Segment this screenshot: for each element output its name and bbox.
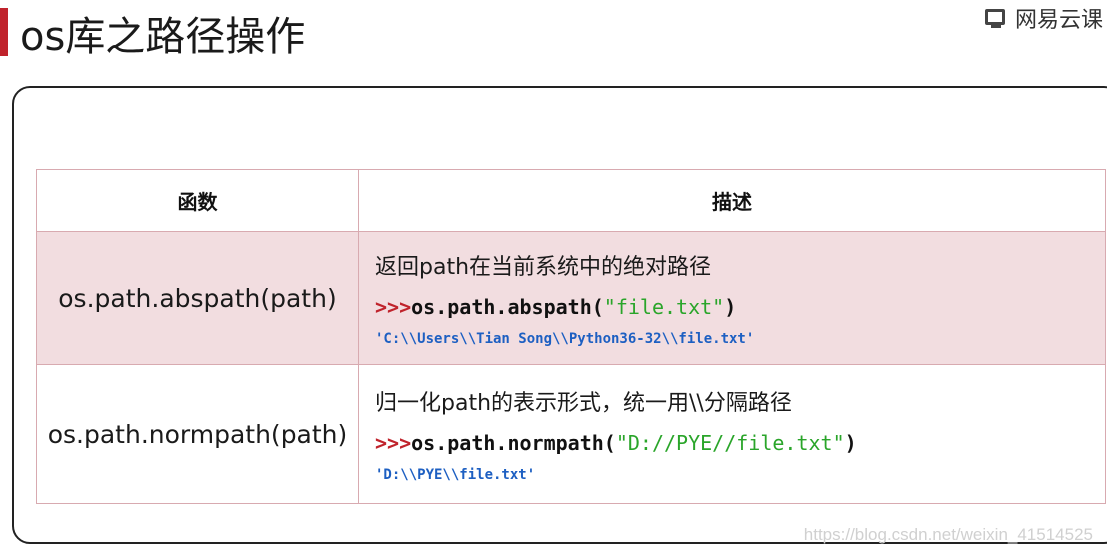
brand-text: 网易云课	[1014, 8, 1103, 33]
header-description: 描述	[358, 169, 1106, 232]
code-example: >>>os.path.normpath("D://PYE//file.txt")	[375, 431, 1105, 455]
code-argument: "file.txt"	[603, 295, 725, 319]
function-table: 函数 描述 os.path.abspath(path) 返回path在当前系统中…	[36, 169, 1106, 504]
brand-logo: 网易云课	[983, 2, 1103, 34]
book-icon	[984, 9, 1005, 28]
code-call: os.path.abspath(	[411, 295, 604, 319]
table-header-row: 函数 描述	[36, 169, 1106, 232]
function-name: os.path.abspath(path)	[36, 231, 359, 365]
description-text: 归一化path的表示形式，统一用\\分隔路径	[375, 391, 792, 416]
code-close: )	[844, 431, 857, 455]
title-accent-bar	[0, 8, 8, 56]
description-text: 返回path在当前系统中的绝对路径	[375, 255, 712, 280]
description-cell: 返回path在当前系统中的绝对路径 >>>os.path.abspath("fi…	[358, 231, 1106, 365]
code-prompt: >>>	[375, 431, 412, 455]
code-result: 'D:\\PYE\\file.txt'	[375, 467, 536, 483]
description-cell: 归一化path的表示形式，统一用\\分隔路径 >>>os.path.normpa…	[358, 364, 1106, 504]
table-row: os.path.normpath(path) 归一化path的表示形式，统一用\…	[36, 364, 1106, 504]
code-result: 'C:\\Users\\Tian Song\\Python36-32\\file…	[375, 331, 755, 347]
header-function: 函数	[36, 169, 359, 232]
table-row: os.path.abspath(path) 返回path在当前系统中的绝对路径 …	[36, 231, 1106, 365]
watermark: https://blog.csdn.net/weixin_41514525	[803, 525, 1093, 544]
code-argument: "D://PYE//file.txt"	[615, 431, 845, 455]
code-close: )	[724, 295, 737, 319]
code-call: os.path.normpath(	[411, 431, 616, 455]
code-example: >>>os.path.abspath("file.txt")	[375, 295, 1105, 319]
slide-title: os库之路径操作	[20, 14, 306, 60]
function-name: os.path.normpath(path)	[36, 364, 359, 504]
code-prompt: >>>	[375, 295, 412, 319]
